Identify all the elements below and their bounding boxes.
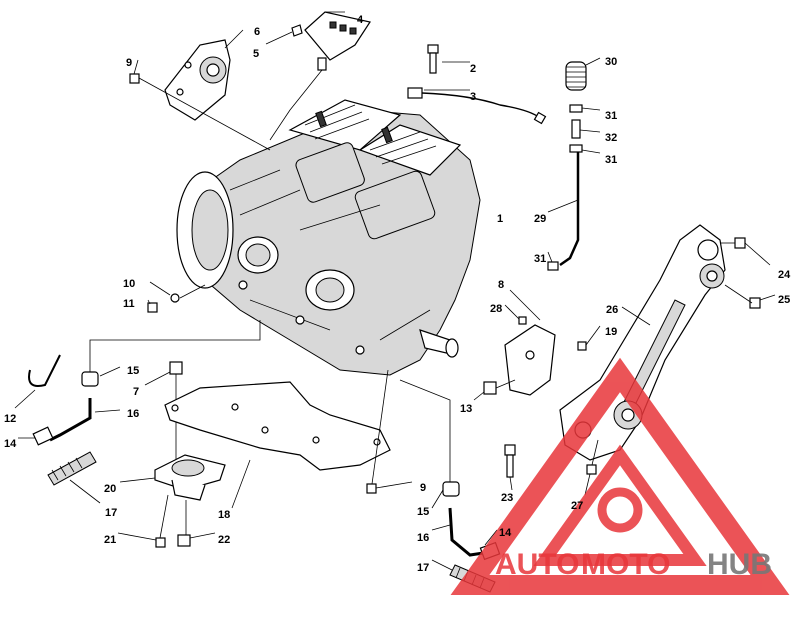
callout-c1: 1 xyxy=(497,213,503,225)
clip-part-5 xyxy=(265,24,303,45)
callout-c28: 28 xyxy=(490,303,502,315)
callout-c15a: 15 xyxy=(127,365,139,377)
nut-part-13 xyxy=(473,379,516,401)
callout-c17b: 17 xyxy=(417,562,429,574)
callout-c2: 2 xyxy=(470,63,476,75)
nut-part-31-mid xyxy=(569,144,601,154)
callout-c10: 10 xyxy=(123,278,135,290)
callout-c7: 7 xyxy=(133,386,139,398)
callout-c12: 12 xyxy=(4,413,16,425)
nut-part-22 xyxy=(177,500,216,547)
callout-c23: 23 xyxy=(501,492,513,504)
washer-bolt-part-10-11 xyxy=(147,281,206,313)
callout-c30: 30 xyxy=(605,56,617,68)
callout-c29: 29 xyxy=(534,213,546,225)
callout-c20: 20 xyxy=(104,483,116,495)
callout-labels: 1234567899101112131414151516161717181920… xyxy=(4,14,791,574)
bolt-part-27 xyxy=(584,439,599,496)
callout-c14a: 14 xyxy=(4,438,17,450)
bolt-part-23 xyxy=(504,444,516,491)
sensor-cable-part-3 xyxy=(407,87,547,125)
mount-bracket-part-6 xyxy=(164,29,244,121)
spring-part-30 xyxy=(565,57,601,91)
callout-c16a: 16 xyxy=(127,408,139,420)
nut-part-31-top xyxy=(569,104,601,113)
bolt-part-28 xyxy=(504,304,527,325)
rubber-mount-part-20 xyxy=(119,454,226,501)
callout-c31c: 31 xyxy=(534,253,546,265)
callout-c4: 4 xyxy=(357,14,364,26)
bolt-part-2 xyxy=(427,44,470,74)
bolt-part-24 xyxy=(720,237,771,266)
watermark-text: AUTO MOTO HUB xyxy=(495,548,772,581)
callout-c32: 32 xyxy=(605,132,617,144)
watermark-text-moto: MOTO xyxy=(581,548,670,581)
bolt-part-21 xyxy=(117,494,169,548)
pto-bracket-part-8 xyxy=(504,289,556,396)
callout-c14b: 14 xyxy=(499,527,512,539)
engine-mount-plate-part-18 xyxy=(164,381,391,509)
callout-c27: 27 xyxy=(571,500,583,512)
callout-c26: 26 xyxy=(606,304,618,316)
callout-c3: 3 xyxy=(470,91,476,103)
engine-block xyxy=(176,99,481,376)
adjuster-part-32 xyxy=(571,119,601,139)
bolt-part-9-top xyxy=(129,59,271,151)
callout-c5: 5 xyxy=(253,48,259,60)
callout-c25: 25 xyxy=(778,294,790,306)
bolt-part-19 xyxy=(577,325,601,351)
callout-c8: 8 xyxy=(498,279,504,291)
callout-c17a: 17 xyxy=(105,507,117,519)
lift-handle-part-4 xyxy=(269,11,371,141)
callout-c13: 13 xyxy=(460,403,472,415)
bolt-part-25 xyxy=(724,284,776,309)
callout-c19: 19 xyxy=(605,326,617,338)
callout-c24: 24 xyxy=(778,269,791,281)
callout-c21: 21 xyxy=(104,534,116,546)
callout-c9a: 9 xyxy=(126,57,132,69)
callout-c18: 18 xyxy=(218,509,230,521)
cable-assembly-part-29 xyxy=(547,150,580,267)
hose-clamp-part-12 xyxy=(14,354,61,409)
watermark-text-hub: HUB xyxy=(707,548,772,581)
drain-fitting-left xyxy=(18,320,261,504)
callout-c16b: 16 xyxy=(417,532,429,544)
callout-c31b: 31 xyxy=(605,154,617,166)
nut-part-31-bottom xyxy=(547,251,559,271)
watermark-text-auto: AUTO xyxy=(495,548,579,581)
callout-c6: 6 xyxy=(254,26,260,38)
callout-c11: 11 xyxy=(123,298,135,310)
callout-c31a: 31 xyxy=(605,110,617,122)
callout-c9b: 9 xyxy=(420,482,426,494)
callout-c15b: 15 xyxy=(417,506,429,518)
watermark-logo xyxy=(450,357,790,595)
bolt-part-9-bottom xyxy=(366,369,413,494)
callout-c22: 22 xyxy=(218,534,230,546)
